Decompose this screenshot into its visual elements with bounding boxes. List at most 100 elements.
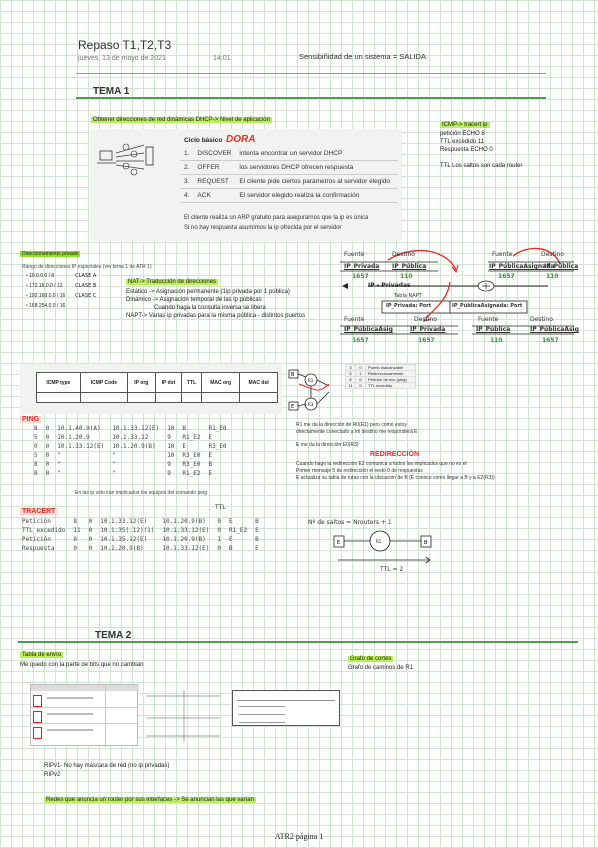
direcc-range: 168.254.0.0 / 16 bbox=[29, 303, 66, 309]
nat-br-header-src: Fuente bbox=[478, 316, 499, 323]
nat-tr-header-dst: Destino bbox=[541, 251, 564, 258]
icmp-format-header: MAC org bbox=[200, 372, 241, 393]
nat-tr-port-dst: 110 bbox=[546, 273, 559, 280]
dhcp-note: Obtener direcciones de red dinámicas DHC… bbox=[91, 117, 272, 123]
tracert-cell: 0 bbox=[88, 518, 93, 525]
tracert-cell: 10.1.33.12(E) bbox=[162, 545, 210, 552]
tracert-cell: 0 bbox=[217, 545, 221, 552]
ping-cell: E bbox=[208, 452, 213, 459]
nat-diagram bbox=[340, 247, 574, 335]
icmp-format-cell bbox=[239, 392, 278, 403]
tracert-cell: 10.1.33.12(E) bbox=[100, 518, 148, 525]
grafo-title: Grafo de cortes bbox=[348, 656, 394, 662]
nat-mid-label: IP - Privadas bbox=[368, 282, 411, 289]
tracert-cell: 0 bbox=[88, 545, 93, 552]
ping-cell: 9 bbox=[167, 461, 171, 468]
direcc-class: CLASE B bbox=[75, 283, 97, 289]
routing-table-image bbox=[30, 684, 139, 747]
tracert-cell: TTL_excedido bbox=[22, 527, 66, 534]
dhcp-step-desc: El servidor elegido realiza la confirmac… bbox=[235, 188, 398, 203]
tracert-cell: E bbox=[229, 536, 233, 543]
redirect-note: R1 me da la dirección de R0(E1) pero com… bbox=[296, 422, 407, 428]
nat-tl-header-src: Fuente bbox=[344, 251, 365, 258]
tracert-cell: Petición bbox=[22, 536, 51, 543]
icmp-line: petición ECHO 8 bbox=[440, 131, 485, 137]
nat-line: Cuando haga la consulta inversa se liber… bbox=[154, 305, 266, 311]
ping-cell: " bbox=[112, 461, 116, 468]
redirect-note: E me da la dirección E0(R3) bbox=[296, 442, 359, 448]
tracert-cell: 8 bbox=[73, 518, 77, 525]
ping-cell: E bbox=[208, 434, 213, 441]
tracert-cell: 0 bbox=[217, 518, 221, 525]
dhcp-step-desc: El cliente pide ciertos parámetros al se… bbox=[235, 174, 398, 189]
ping-cell: 0 bbox=[45, 452, 50, 459]
nat-bl-port-src: 1657 bbox=[352, 337, 369, 344]
dhcp-dora-tag: DORA bbox=[226, 134, 256, 145]
tracert-cell: Petición bbox=[22, 518, 51, 525]
dhcp-step-desc: intenta encontrar un servidor DHCP bbox=[235, 147, 398, 161]
svg-text:E: E bbox=[291, 404, 294, 410]
direcc-class: CLASE A bbox=[75, 273, 97, 279]
redirect-lines: Cuando hago la redirección E2 comunica a… bbox=[296, 461, 586, 482]
direcc-bullet: • bbox=[26, 293, 30, 299]
nat-tr-cell-dst: IP_Pública bbox=[544, 263, 579, 270]
icmp-format-cell bbox=[154, 392, 183, 403]
icmp-code-desc: TTL excedido bbox=[365, 382, 416, 389]
nat-line: Estático -> Asignación permanente (1ip p… bbox=[126, 289, 290, 295]
hops-diagram: E B R1 bbox=[333, 530, 432, 564]
ping-cell: E bbox=[208, 470, 213, 477]
nat-bl-cell-src: IP_PúblicaAsig bbox=[344, 326, 393, 333]
ping-cell: E bbox=[182, 443, 187, 450]
icmp-format-header: MAC dst bbox=[239, 372, 278, 393]
ping-cell: R1_E2 bbox=[182, 434, 201, 441]
dhcp-step-num: 4. bbox=[180, 188, 194, 203]
nat-bl-header-dst: Destino bbox=[414, 316, 437, 323]
tracert-cell: 0 bbox=[217, 527, 221, 534]
rip2-note: RIPv2 bbox=[44, 772, 61, 778]
redirect-tag: REDIRECCIÓN bbox=[370, 451, 420, 458]
direcc-title: Direccionamiento privado bbox=[20, 251, 81, 257]
nat-line: NAPT-> Varias ip privadas para la misma … bbox=[126, 313, 306, 319]
ping-cell: " bbox=[112, 452, 116, 459]
saltos-note: Nº de saltos = Nrouters + 1 bbox=[308, 519, 392, 526]
tracert-cell: 10.1.20.9(B) bbox=[162, 536, 206, 543]
ping-cell: 0 bbox=[45, 434, 50, 441]
icmp-format-header: ICMP Code bbox=[79, 372, 129, 393]
tracert-cell: E bbox=[229, 518, 233, 525]
icmp-format-header: TTL bbox=[181, 372, 202, 393]
ping-cell: " bbox=[57, 461, 61, 468]
ping-cell: 9 bbox=[167, 434, 171, 441]
tracert-ttl-header: TTL bbox=[215, 504, 226, 511]
ping-cell: 0 bbox=[45, 443, 50, 450]
tracert-cell: B bbox=[255, 536, 259, 543]
nat-tl-cell-dst: IP_Pública bbox=[392, 263, 427, 270]
tracert-cell: 10.1.35.12(E) bbox=[100, 536, 148, 543]
tracert-cell: Respuesta bbox=[22, 545, 55, 552]
tracert-cell: 0 bbox=[88, 527, 93, 534]
direcc-bullet: • bbox=[26, 273, 30, 279]
redirect-notes: R1 me da la dirección de R0(E1) pero com… bbox=[296, 422, 506, 449]
tema2-rule bbox=[18, 641, 578, 643]
binary-sketch bbox=[146, 690, 220, 742]
dhcp-step-num: 2. bbox=[180, 160, 194, 175]
tracert-cell: 10.1.20.9(B) bbox=[100, 545, 144, 552]
tracert-cell: 8 bbox=[73, 536, 77, 543]
ping-cell: 10 bbox=[167, 425, 175, 432]
tracert-cell: B bbox=[229, 545, 233, 552]
nat-br-cell-src: IP_Pública bbox=[476, 326, 511, 333]
nat-tr-port-src: 1657 bbox=[498, 273, 515, 280]
icmp-format-cell bbox=[127, 392, 156, 403]
